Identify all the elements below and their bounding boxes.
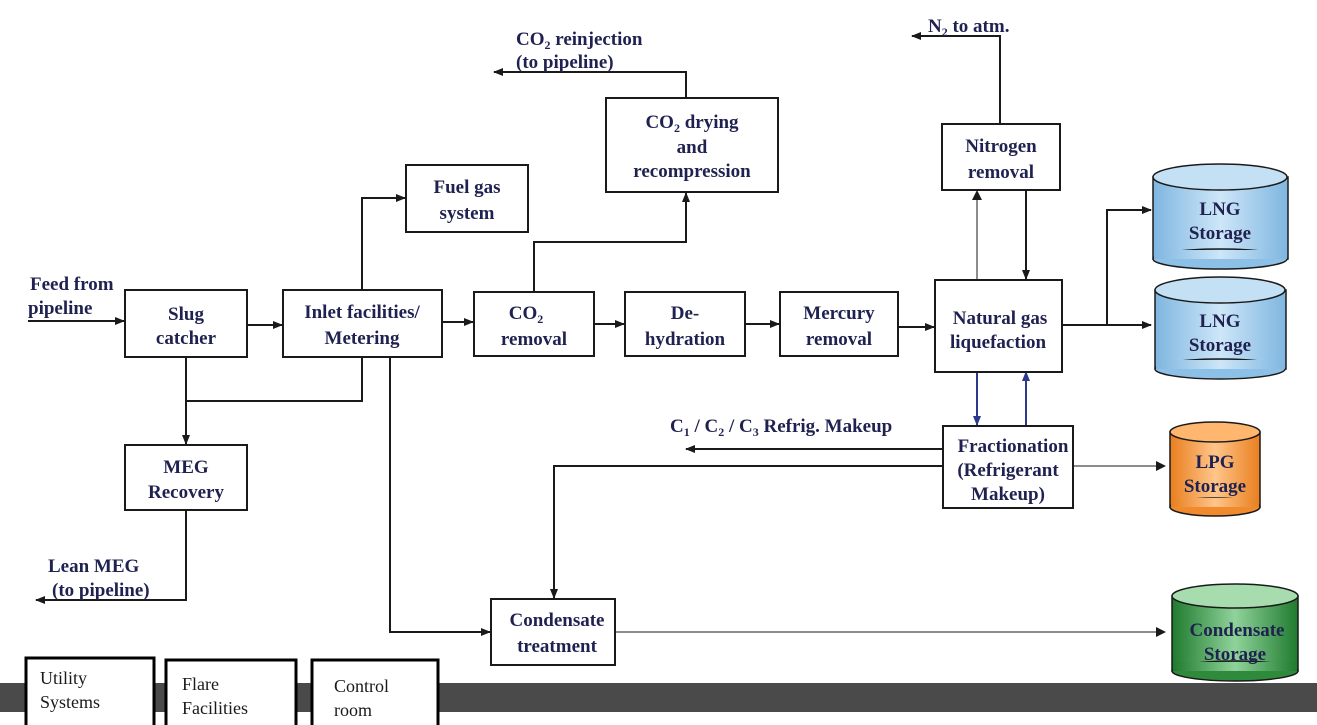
condensate-treatment-label-2: treatment (517, 636, 598, 657)
control-room-label-2: room (334, 700, 372, 720)
control-room-label-1: Control (334, 676, 389, 696)
lean-meg-label-1: Lean MEG (48, 556, 140, 577)
lpg-storage-label-1: LPG (1195, 452, 1234, 473)
utility-systems-label-1: Utility (40, 668, 87, 688)
slug-catcher-box: Slug catcher (124, 289, 248, 358)
co2-removal-label-2: removal (501, 329, 567, 350)
inlet-facilities-label-2: Metering (325, 328, 400, 349)
lng-storage-1-label-1: LNG (1199, 199, 1240, 220)
flare-facilities-label-1: Flare (182, 674, 219, 694)
fractionation-label-1: Fractionation (958, 436, 1069, 457)
flare-facilities-label-2: Facilities (182, 698, 248, 718)
lng-storage-2-label-2: Storage (1189, 335, 1251, 356)
nitrogen-removal-label-2: removal (968, 162, 1034, 183)
co2-drying-label-2: and (677, 137, 708, 158)
mercury-removal-label-2: removal (806, 329, 872, 350)
refrig-makeup-label: C1 / C2 / C3 Refrig. Makeup (670, 416, 892, 439)
mercury-removal-box: Mercury removal (779, 291, 899, 357)
co2-reinjection-label-2: (to pipeline) (516, 52, 614, 73)
co2-drying-box: CO2 drying and recompression (605, 97, 779, 193)
slug-catcher-label-2: catcher (156, 328, 217, 349)
n2-to-atm-label: N2 to atm. (928, 16, 1009, 39)
utility-systems-box: Utility Systems (24, 656, 156, 725)
co2-removal-box: CO2 removal (473, 291, 595, 357)
condensate-treatment-label-1: Condensate (509, 610, 604, 631)
meg-recovery-box: MEG Recovery (124, 444, 248, 511)
feed-label: Feed from pipeline (28, 274, 114, 319)
condensate-storage-tank: Condensate Storage (1171, 583, 1299, 682)
meg-recovery-label-1: MEG (163, 457, 209, 478)
meg-recovery-label-2: Recovery (148, 482, 224, 503)
condensate-treatment-box: Condensate treatment (490, 598, 616, 666)
condensate-storage-label-2: Storage (1204, 644, 1266, 665)
dehydration-label-2: hydration (645, 329, 726, 350)
inlet-facilities-box: Inlet facilities/ Metering (282, 289, 443, 358)
fractionation-label-2: (Refrigerant (957, 460, 1059, 481)
lpg-storage-tank: LPG Storage (1169, 421, 1261, 517)
feed-label-2: pipeline (28, 298, 92, 319)
dehydration-box: De- hydration (624, 291, 746, 357)
utility-systems-label-2: Systems (40, 692, 100, 712)
liquefaction-label-1: Natural gas (953, 308, 1047, 329)
fractionation-box: Fractionation (Refrigerant Makeup) (942, 425, 1074, 509)
flare-facilities-box: Flare Facilities (164, 658, 298, 725)
control-room-box: Control room (310, 658, 440, 725)
inlet-facilities-label-1: Inlet facilities/ (304, 302, 420, 323)
flow-lines (28, 32, 1166, 637)
slug-catcher-label-1: Slug (168, 304, 204, 325)
co2-reinjection-label: CO2 reinjection (to pipeline) (516, 29, 643, 73)
liquefaction-box: Natural gas liquefaction (934, 279, 1063, 373)
liquefaction-label-2: liquefaction (950, 332, 1046, 353)
co2-drying-label-3: recompression (633, 161, 751, 182)
fuel-gas-label-2: system (440, 203, 495, 224)
feed-label-1: Feed from (30, 274, 114, 295)
co2-drying-label-1: CO2 drying (645, 112, 739, 135)
fuel-gas-box: Fuel gas system (405, 164, 529, 233)
lean-meg-label-2: (to pipeline) (52, 580, 150, 601)
lng-storage-2-label-1: LNG (1199, 311, 1240, 332)
lpg-storage-label-2: Storage (1184, 476, 1246, 497)
co2-removal-label-1: CO2 (509, 303, 544, 326)
condensate-storage-label-1: Condensate (1189, 620, 1284, 641)
lng-storage-tank-1: LNG Storage (1152, 163, 1289, 270)
fractionation-label-3: Makeup) (971, 484, 1045, 505)
co2-reinjection-label-1: CO2 reinjection (516, 29, 643, 52)
fuel-gas-label-1: Fuel gas (433, 177, 500, 198)
nitrogen-removal-label-1: Nitrogen (965, 136, 1037, 157)
mercury-removal-label-1: Mercury (803, 303, 875, 324)
lean-meg-label: Lean MEG (to pipeline) (48, 556, 150, 601)
lng-storage-1-label-2: Storage (1189, 223, 1251, 244)
dehydration-label-1: De- (671, 303, 699, 324)
nitrogen-removal-box: Nitrogen removal (941, 123, 1061, 191)
lng-storage-tank-2: LNG Storage (1154, 276, 1287, 380)
